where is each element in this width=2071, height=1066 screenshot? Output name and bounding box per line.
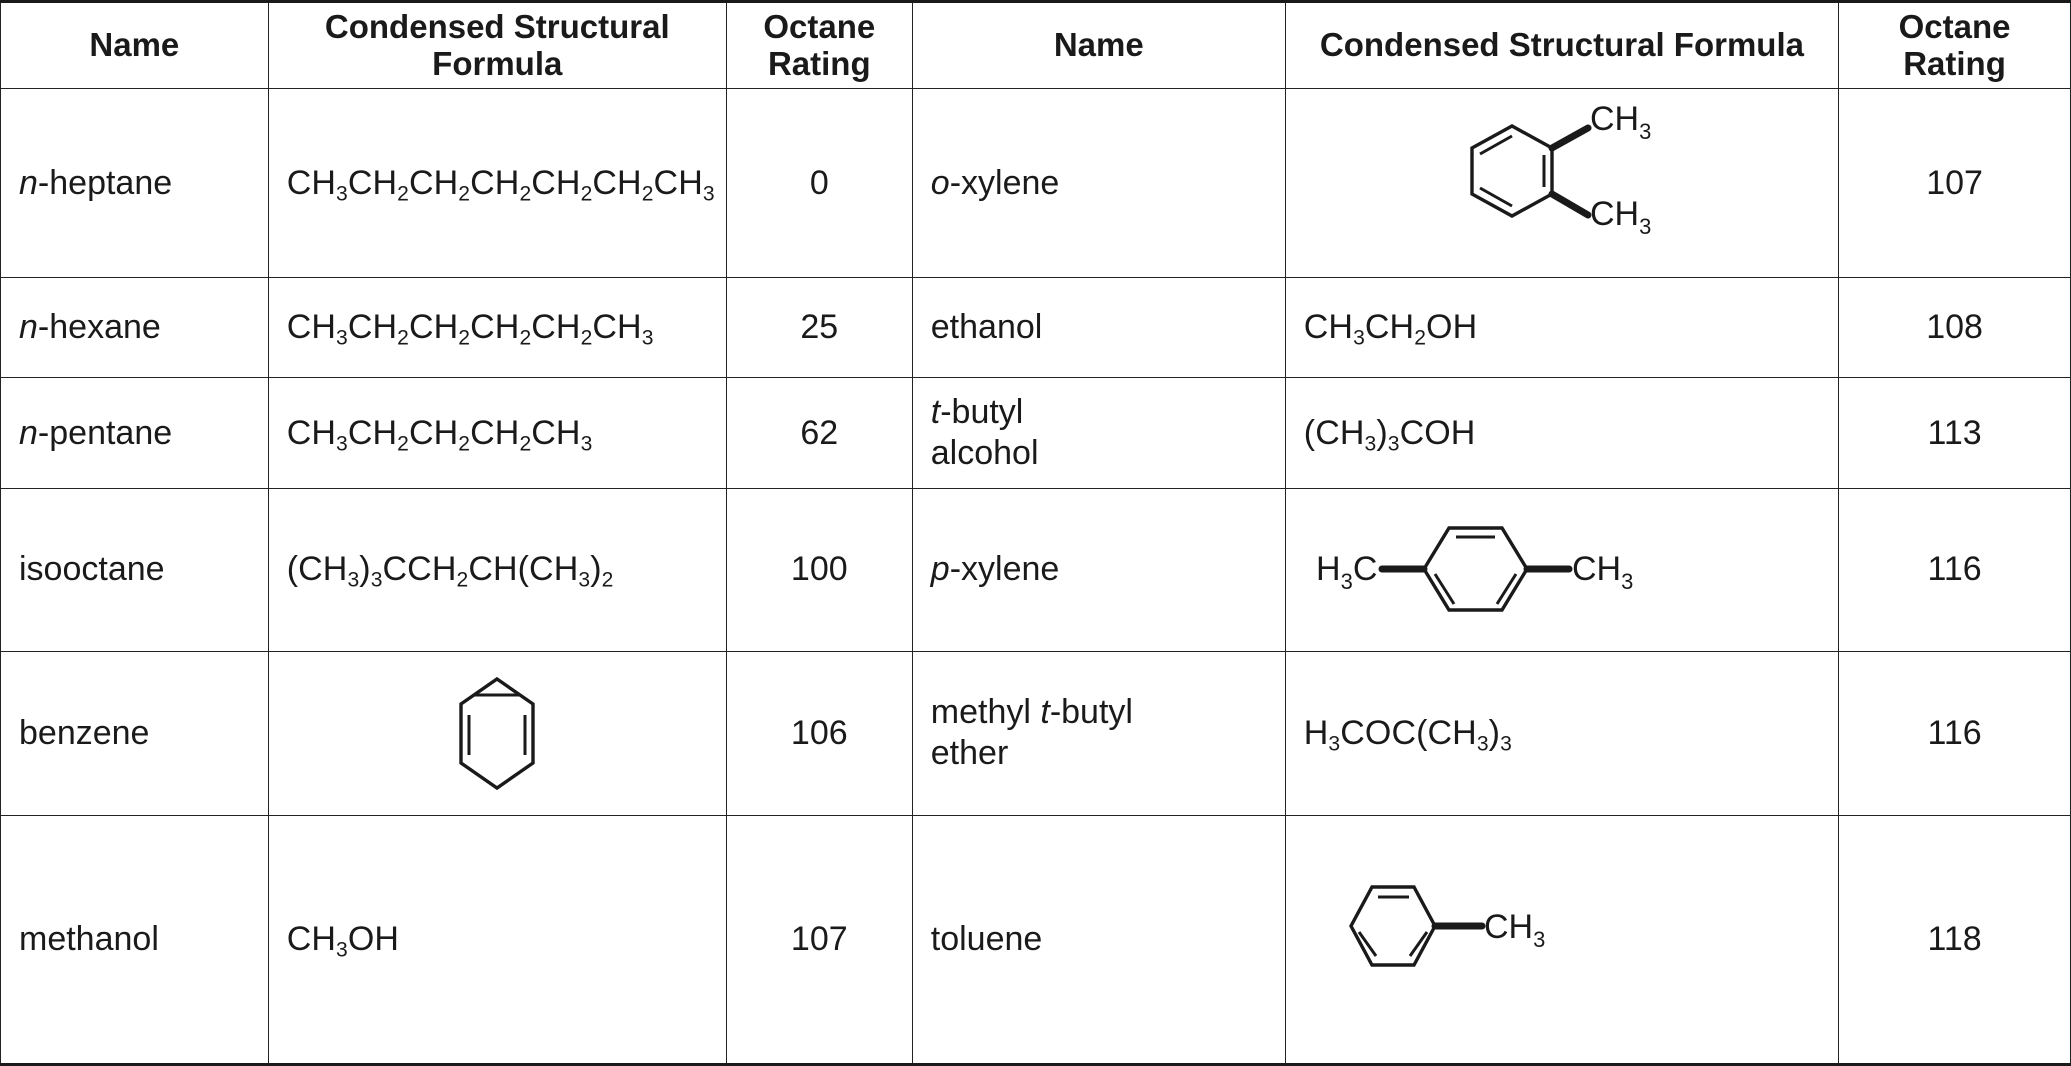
compound-name-right: ethanol (911, 277, 1286, 379)
formula-text: CH3CH2CH2CH2CH2CH3 (286, 308, 654, 351)
toluene-icon: CH3 (1348, 885, 1545, 968)
octane-rating-left: 107 (725, 814, 913, 1066)
name-rest-line1: -butyl (940, 393, 1024, 432)
methyl-label-bottom: CH3 (1590, 195, 1651, 239)
header-name-right: Name (911, 1, 1286, 89)
octane-rating-right: 118 (1838, 814, 2071, 1066)
methyl-label: CH3 (1484, 908, 1545, 952)
toluene-structure: CH3 (1304, 874, 1820, 1004)
compound-name-left: n-pentane (0, 377, 269, 489)
ortho-xylene-icon: CH3 CH3 (1470, 100, 1651, 239)
para-xylene-structure: H3C CH3 (1304, 512, 1820, 627)
formula-text: CH3CH2CH2CH2CH2CH2CH3 (286, 163, 715, 206)
header-name-left: Name (0, 1, 269, 89)
table-body: n-heptane CH3CH2CH2CH2CH2CH2CH3 0 o-xyle… (0, 87, 2071, 1066)
name-rest: -heptane (37, 163, 173, 202)
compound-formula-left: CH3CH2CH2CH2CH2CH3 (267, 277, 727, 379)
name-rest: -xylene (949, 550, 1060, 589)
formula-text: CH3CH2OH (1303, 308, 1478, 351)
name-rest: methanol (19, 919, 159, 958)
name-rest: benzene (19, 713, 150, 752)
methyl-label-left: H3C (1316, 550, 1377, 594)
formula-text: (CH3)3CCH2CH(CH3)2 (286, 550, 614, 592)
name-part-b: -butyl (1049, 693, 1133, 732)
name-part-a: methyl (930, 693, 1041, 732)
methyl-label-right: CH3 (1572, 550, 1633, 594)
compound-structure-left (267, 650, 727, 816)
name-rest: -pentane (37, 413, 173, 452)
compound-name-right: methyl t-butyl ether (911, 650, 1286, 816)
header-rating-left: Octane Rating (725, 1, 913, 89)
name-rest-line2: ether (930, 734, 1009, 773)
header-row: Name Condensed Structural Formula Octane… (0, 1, 2071, 89)
octane-rating-right: 116 (1838, 487, 2071, 652)
octane-rating-right: 113 (1838, 377, 2071, 489)
name-italic-prefix: n (19, 413, 38, 452)
octane-rating-left: 106 (725, 650, 913, 816)
compound-name-right: t-butyl alcohol (911, 377, 1286, 489)
compound-formula-right: H3COC(CH3)3 (1284, 650, 1840, 816)
ortho-xylene-structure: CH3 CH3 (1304, 100, 1820, 258)
octane-rating-left: 100 (725, 487, 913, 652)
name-italic-prefix: t (930, 393, 941, 432)
benzene-ring-icon (459, 676, 535, 790)
compound-formula-left: (CH3)3CCH2CH(CH3)2 (267, 487, 727, 652)
compound-formula-left: CH3CH2CH2CH2CH3 (267, 377, 727, 489)
compound-name-left: isooctane (0, 487, 269, 652)
compound-structure-right: CH3 (1284, 814, 1840, 1066)
table-row: methanol CH3OH 107 toluene CH3 (0, 814, 2071, 1066)
octane-rating-left: 25 (725, 277, 913, 379)
name-rest: -hexane (37, 308, 161, 347)
compound-formula-right: CH3CH2OH (1284, 277, 1840, 379)
octane-rating-right: 116 (1838, 650, 2071, 816)
compound-name-right: o-xylene (911, 87, 1286, 279)
header-rating-right: Octane Rating (1838, 1, 2071, 89)
octane-rating-left: 62 (725, 377, 913, 489)
formula-text: CH3OH (286, 919, 400, 962)
header-formula-left: Condensed Structural Formula (267, 1, 727, 89)
octane-rating-right: 108 (1838, 277, 2071, 379)
compound-structure-right: H3C CH3 (1284, 487, 1840, 652)
table-row: n-pentane CH3CH2CH2CH2CH3 62 t-butyl alc… (0, 377, 2071, 489)
name-rest-line2: alcohol (930, 434, 1039, 473)
name-rest: isooctane (19, 550, 165, 589)
benzene-structure (287, 671, 708, 796)
compound-name-left: benzene (0, 650, 269, 816)
compound-name-right: toluene (911, 814, 1286, 1066)
name-italic-prefix: n (19, 163, 38, 202)
compound-name-right: p-xylene (911, 487, 1286, 652)
name-rest: -xylene (949, 163, 1060, 202)
name-italic-prefix: n (19, 308, 38, 347)
name-rest: ethanol (930, 308, 1043, 347)
compound-name-left: n-hexane (0, 277, 269, 379)
compound-formula-left: CH3OH (267, 814, 727, 1066)
compound-name-left: methanol (0, 814, 269, 1066)
header-formula-right: Condensed Structural Formula (1284, 1, 1840, 89)
methyl-label-top: CH3 (1590, 100, 1651, 144)
formula-text: H3COC(CH3)3 (1303, 713, 1512, 756)
table-header: Name Condensed Structural Formula Octane… (0, 1, 2071, 89)
name-italic-prefix: t (1040, 693, 1050, 732)
octane-rating-right: 107 (1838, 87, 2071, 279)
para-xylene-icon: H3C CH3 (1316, 526, 1633, 612)
table-row: n-hexane CH3CH2CH2CH2CH2CH3 25 ethanol C… (0, 277, 2071, 379)
name-italic-prefix: o (930, 163, 950, 202)
compound-formula-right: (CH3)3COH (1284, 377, 1840, 489)
table-row: benzene 106 methyl t-butyl ether H3C (0, 650, 2071, 816)
compound-name-left: n-heptane (0, 87, 269, 279)
table-row: n-heptane CH3CH2CH2CH2CH2CH2CH3 0 o-xyle… (0, 87, 2071, 279)
octane-rating-left: 0 (725, 87, 913, 279)
compound-formula-left: CH3CH2CH2CH2CH2CH2CH3 (267, 87, 727, 279)
formula-text: CH3CH2CH2CH2CH3 (286, 413, 593, 456)
compound-structure-right: CH3 CH3 (1284, 87, 1840, 279)
name-rest: toluene (930, 919, 1043, 958)
name-italic-prefix: p (930, 550, 950, 589)
formula-text: (CH3)3COH (1303, 413, 1476, 456)
table-row: isooctane (CH3)3CCH2CH(CH3)2 100 p-xylen… (0, 487, 2071, 652)
